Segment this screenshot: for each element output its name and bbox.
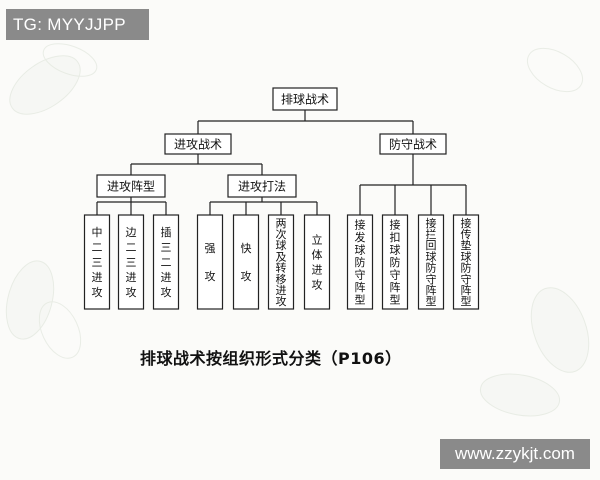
play-leaf-1-char: 快 xyxy=(241,242,252,255)
defense-leaf-2-box xyxy=(417,214,445,310)
formation-leaf-1-char: 二 xyxy=(126,241,137,254)
formation-leaf-1-char: 三 xyxy=(126,256,137,269)
diagram-caption: 排球战术按组织形式分类（P106） xyxy=(140,349,402,368)
formation-leaf-2-char: 攻 xyxy=(161,285,172,299)
defense-leaf-3-char: 球 xyxy=(461,249,472,263)
play-leaf-3-char: 立 xyxy=(312,232,323,246)
play-leaf-2-char: 攻 xyxy=(276,294,287,308)
formation-leaf-1-char: 边 xyxy=(126,226,137,239)
defense-leaf-2-char: 型 xyxy=(426,294,437,308)
defense-leaf-0-char: 阵 xyxy=(355,280,366,294)
play-leaf-2-char: 两 xyxy=(276,217,287,230)
formation-leaf-1-char: 进 xyxy=(126,271,137,284)
play-leaf-3-char: 体 xyxy=(312,247,323,261)
defense-leaf-3-char: 防 xyxy=(461,261,472,275)
defense-leaf-3-char: 阵 xyxy=(461,283,472,297)
formation-leaf-2-char: 二 xyxy=(161,256,172,269)
attack-tactics-node-box xyxy=(164,133,232,155)
defense-leaf-2-char: 守 xyxy=(426,272,437,286)
formation-leaf-2-char: 三 xyxy=(161,241,172,254)
play-leaf-3-char: 进 xyxy=(312,263,323,276)
defense-leaf-2-char: 回 xyxy=(426,239,437,252)
formation-leaf-0-char: 三 xyxy=(92,256,103,269)
formation-leaf-1-char: 攻 xyxy=(126,285,137,299)
play-leaf-0-char: 强 xyxy=(205,242,216,255)
play-leaf-1-char: 攻 xyxy=(241,269,252,283)
defense-leaf-3-char: 型 xyxy=(461,294,472,308)
defense-tactics-node-label: 防守战术 xyxy=(389,137,437,152)
defense-leaf-0-char: 守 xyxy=(355,267,366,281)
defense-leaf-0-box xyxy=(346,214,374,310)
play-leaf-3-char: 攻 xyxy=(312,277,323,291)
defense-leaf-2-char: 阵 xyxy=(426,283,437,297)
formation-leaf-0-char: 攻 xyxy=(92,285,103,299)
formation-leaf-2-char: 插 xyxy=(161,225,172,239)
play-leaf-2-char: 次 xyxy=(276,227,287,241)
play-leaf-0-char: 攻 xyxy=(205,269,216,283)
attack-play-node-box xyxy=(227,174,297,198)
defense-leaf-1-char: 守 xyxy=(390,267,401,281)
defense-leaf-3-char: 垫 xyxy=(461,238,472,252)
defense-leaf-2-char: 球 xyxy=(426,249,437,263)
defense-leaf-2-char: 拦 xyxy=(426,227,437,241)
attack-play-node-label: 进攻打法 xyxy=(238,180,286,194)
defense-leaf-0-char: 型 xyxy=(355,292,366,306)
root-node-box xyxy=(272,87,338,111)
watermark-top-left: TG: MYYJJPP xyxy=(6,9,149,40)
defense-leaf-3-char: 传 xyxy=(461,228,472,241)
defense-leaf-1-char: 防 xyxy=(390,255,401,269)
play-leaf-2-char: 球 xyxy=(276,238,287,252)
defense-leaf-3-char: 守 xyxy=(461,272,472,286)
attack-formation-node-box xyxy=(96,174,166,198)
formation-leaf-1-box xyxy=(117,214,145,310)
defense-leaf-3-box xyxy=(452,214,480,310)
defense-leaf-0-char: 防 xyxy=(355,255,366,269)
defense-leaf-2-char: 防 xyxy=(426,261,437,275)
play-leaf-2-char: 移 xyxy=(276,273,287,286)
formation-leaf-0-char: 中 xyxy=(92,226,103,239)
formation-leaf-0-box xyxy=(83,214,111,310)
play-leaf-2-box xyxy=(267,214,295,310)
formation-leaf-0-char: 二 xyxy=(92,241,103,254)
defense-leaf-1-box xyxy=(381,214,409,310)
root-node-label: 排球战术 xyxy=(281,93,329,107)
defense-leaf-1-char: 球 xyxy=(390,242,401,256)
defense-leaf-0-char: 发 xyxy=(355,230,366,244)
defense-leaf-0-char: 接 xyxy=(355,218,366,231)
play-leaf-2-char: 及 xyxy=(276,250,287,263)
formation-leaf-2-box xyxy=(152,214,180,310)
defense-leaf-2-char: 接 xyxy=(426,217,437,230)
defense-leaf-3-char: 接 xyxy=(461,217,472,230)
formation-leaf-0-char: 进 xyxy=(92,271,103,284)
play-leaf-1-box xyxy=(232,214,260,310)
play-leaf-3-box xyxy=(303,214,331,310)
defense-tactics-node-box xyxy=(379,133,447,155)
watermark-bottom-right: www.zzykjt.com xyxy=(440,439,590,469)
defense-leaf-1-char: 接 xyxy=(390,218,401,231)
defense-leaf-1-char: 型 xyxy=(390,292,401,306)
play-leaf-2-char: 转 xyxy=(276,261,287,275)
defense-leaf-1-char: 阵 xyxy=(390,280,401,294)
play-leaf-2-char: 进 xyxy=(276,284,287,297)
attack-tactics-node-label: 进攻战术 xyxy=(174,138,222,152)
play-leaf-0-box xyxy=(196,214,224,310)
attack-formation-node-label: 进攻阵型 xyxy=(107,180,155,194)
formation-leaf-2-char: 进 xyxy=(161,271,172,284)
defense-leaf-0-char: 球 xyxy=(355,242,366,256)
defense-leaf-1-char: 扣 xyxy=(390,230,401,244)
